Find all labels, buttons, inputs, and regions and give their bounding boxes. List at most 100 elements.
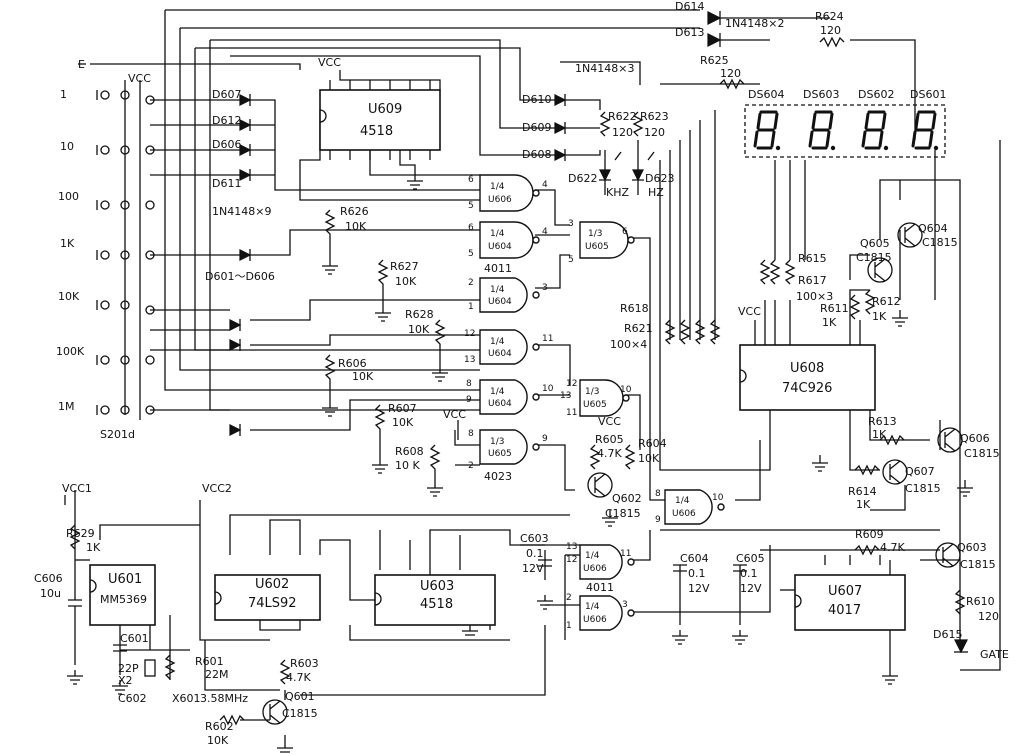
d607-label: D607 [212, 88, 241, 101]
gate-family-4011-b: 4011 [586, 581, 614, 594]
gate5-pin-b: 13 [464, 355, 475, 365]
d622-label: D622 [568, 172, 597, 185]
gate6-ref: U604 [488, 399, 512, 409]
gate2-name: 1/4 [490, 229, 505, 239]
gate11-pin-a: 2 [566, 593, 572, 603]
d611-label: D611 [212, 177, 241, 190]
gate7-name: 1/3 [585, 387, 599, 397]
c601-ref: C601 [120, 632, 149, 645]
q602-ref: Q602 [612, 492, 642, 505]
gate-family-4011-a: 4011 [484, 262, 512, 275]
gate1-ref: U606 [488, 195, 512, 205]
q604-part: C1815 [922, 236, 958, 249]
gate2-pin-b: 5 [468, 249, 474, 259]
ds602-label: DS602 [858, 88, 894, 101]
display-dp-4 [933, 145, 939, 151]
d615-label: D615 [933, 628, 962, 641]
ds604-label: DS604 [748, 88, 784, 101]
q606-part: C1815 [964, 447, 1000, 460]
gate7-pin-a: 12 [566, 379, 577, 389]
gate10-name: 1/4 [585, 551, 600, 561]
r605-value: 4.7K [597, 447, 622, 460]
r618-ref: R618 [620, 302, 649, 315]
range-1k-label: 1K [60, 237, 75, 250]
r621-ref: R621 [624, 322, 653, 335]
gate-family-4023: 4023 [484, 470, 512, 483]
c604-value: 0.1 [688, 567, 706, 580]
r610-ref: R610 [966, 595, 995, 608]
gate6-name: 1/4 [490, 387, 505, 397]
c603-rating: 12V [522, 562, 544, 575]
vcc-u609-label: VCC [318, 56, 341, 69]
r626-value: 10K [345, 220, 367, 233]
r611-ref: R611 [820, 302, 849, 315]
gate3-ref: U604 [488, 297, 512, 307]
diode-trio-label: 1N4148×3 [575, 62, 634, 75]
gate8-ref: U605 [488, 449, 512, 459]
gate10-pin-out: 11 [620, 549, 631, 559]
r623-value: 120 [644, 126, 665, 139]
indicator-leds: D622 D623 KHZ HZ D615 GATE [568, 140, 1009, 661]
transistors: Q604 C1815 Q605 C1815 Q606 C1815 Q607 C1… [262, 222, 1000, 725]
c601-value: 22P [118, 662, 139, 675]
r614-value: 1K [856, 498, 871, 511]
display-digit-4 [911, 110, 937, 150]
gate9-name: 1/4 [675, 496, 690, 506]
q607-ref: Q607 [905, 465, 935, 478]
r605-ref: R605 [595, 433, 624, 446]
r615-ref: R615 [798, 252, 827, 265]
r608-ref: R608 [395, 445, 424, 458]
vcc2-label: VCC2 [202, 482, 232, 495]
r613-ref: R613 [868, 415, 897, 428]
display-dp-2 [830, 145, 836, 151]
c606-ref: C606 [34, 572, 63, 585]
range-10k-label: 10K [58, 290, 80, 303]
gate5-pin-out: 11 [542, 334, 553, 344]
r602-ref: R602 [205, 720, 234, 733]
r602-value: 10K [207, 734, 229, 747]
display-digit-3 [861, 110, 887, 150]
gate6-pin-b: 9 [466, 395, 472, 405]
r604-value: 10K [638, 452, 660, 465]
gate3-name: 1/4 [490, 285, 505, 295]
r622-ref: R622 [608, 110, 637, 123]
q605-ref: Q605 [860, 237, 890, 250]
gate8-pin-a: 8 [468, 429, 474, 439]
q605-part: C1815 [856, 251, 892, 264]
gate4-pin-out: 6 [622, 227, 628, 237]
r628-value: 10K [408, 323, 430, 336]
gate3-pin-out: 3 [542, 283, 548, 293]
crystal-freq-label: 3.58MHz [200, 692, 248, 705]
seven-segment-displays: DS604 DS603 DS602 DS601 [744, 88, 946, 158]
ds603-label: DS603 [803, 88, 839, 101]
r623-ref: R623 [640, 110, 669, 123]
q602-part: C1815 [605, 507, 641, 520]
range-1m-label: 1M [58, 400, 75, 413]
r608-value: 10 K [395, 459, 420, 472]
gate1-name: 1/4 [490, 182, 505, 192]
u603-ref: U603 [420, 579, 454, 594]
q603-part: C1815 [960, 558, 996, 571]
q604-ref: Q604 [918, 222, 948, 235]
gate2-ref: U604 [488, 242, 512, 252]
d614-label: D614 [675, 0, 704, 13]
diodes: D607 D612 D606 D611 1N4148×9 D601～D606 D… [205, 0, 784, 436]
q607-part: C1815 [905, 482, 941, 495]
vcc-top-label: VCC [128, 72, 151, 85]
r625-ref: R625 [700, 54, 729, 67]
r611-value: 1K [822, 316, 837, 329]
gate10-pin-b: 12 [566, 555, 577, 565]
r606-ref: R606 [338, 357, 367, 370]
r626-ref: R626 [340, 205, 369, 218]
c604-ref: C604 [680, 552, 709, 565]
r606-value: 10K [352, 370, 374, 383]
r601-value: 22M [205, 668, 229, 681]
c605-rating: 12V [740, 582, 762, 595]
u601-part: MM5369 [100, 593, 147, 606]
q606-ref: Q606 [960, 432, 990, 445]
vcc-u608-label: VCC [738, 305, 761, 318]
d613-label: D613 [675, 26, 704, 39]
c605-ref: C605 [736, 552, 765, 565]
d606-label: D606 [212, 138, 241, 151]
u603-part: 4518 [420, 597, 453, 612]
